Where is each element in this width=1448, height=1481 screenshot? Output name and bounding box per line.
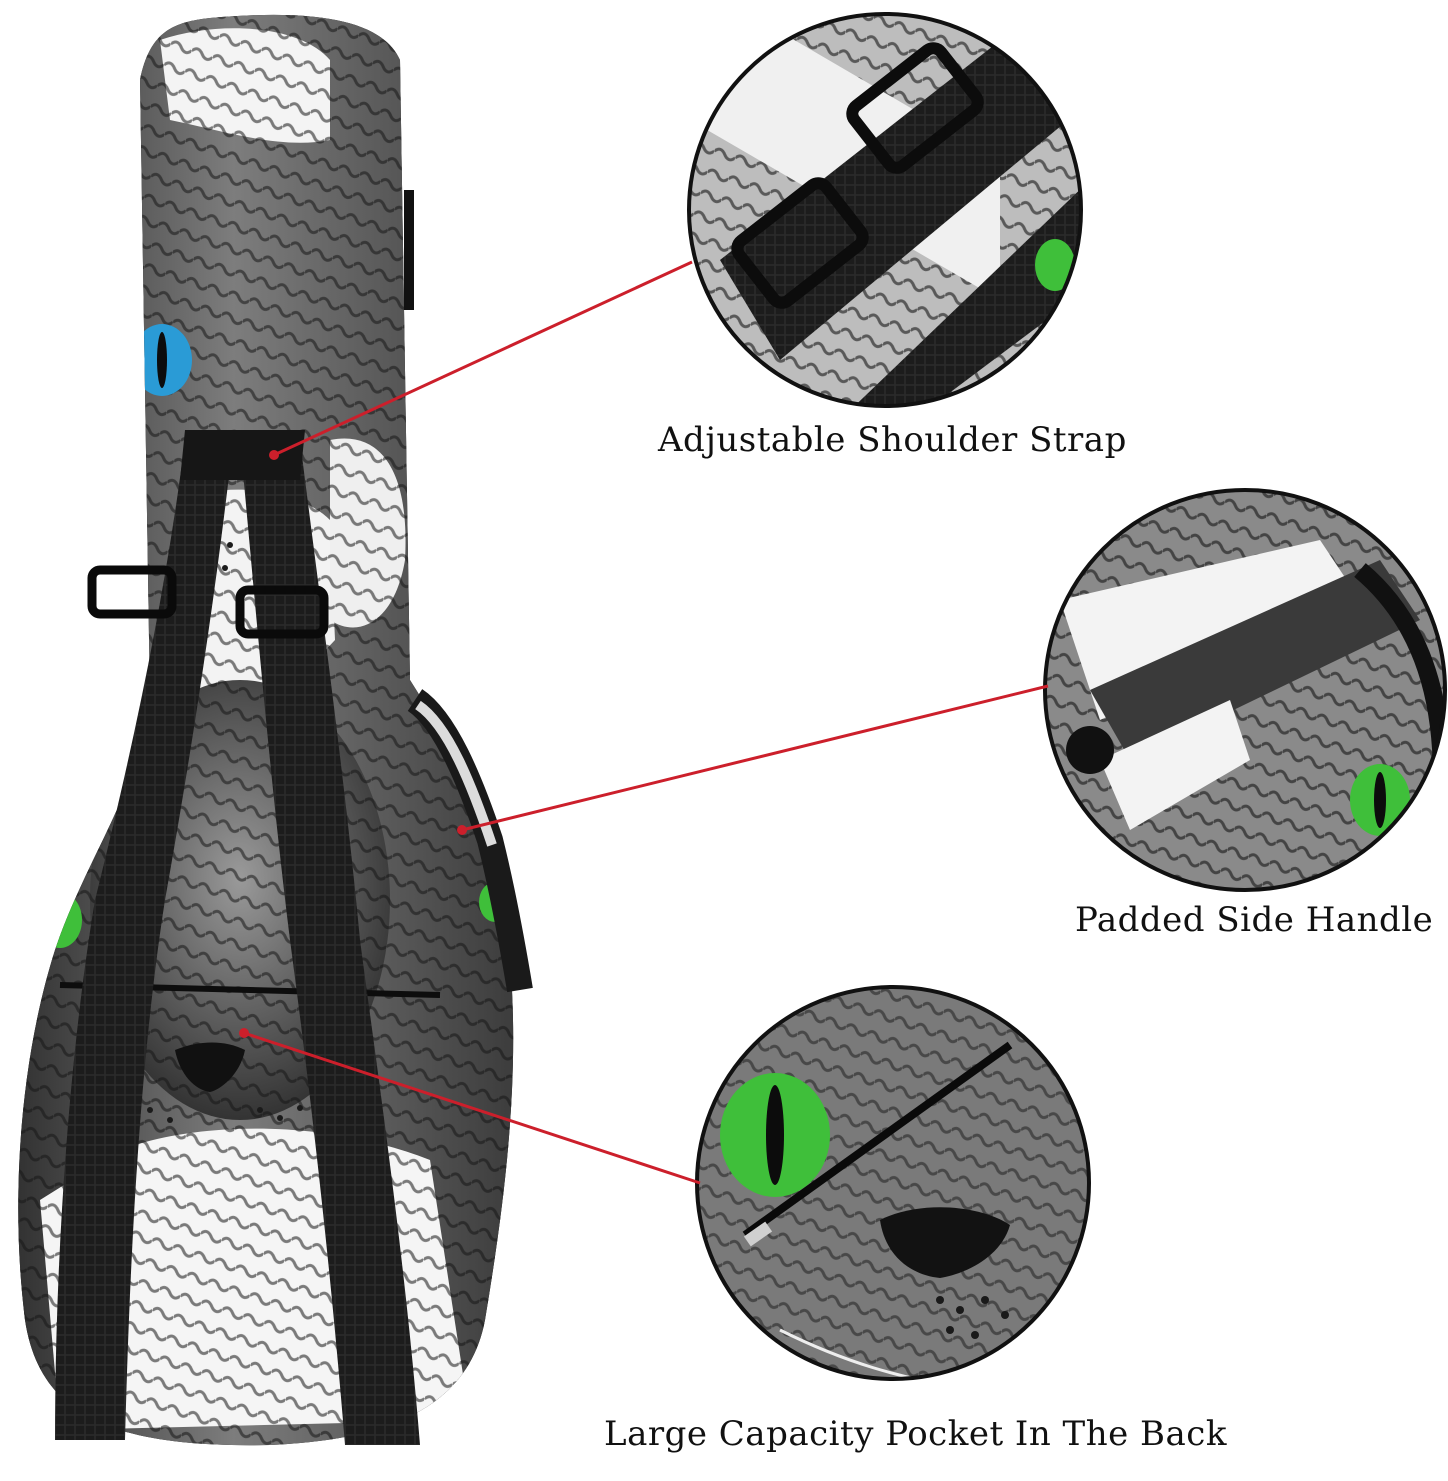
detail-circle-handle [1043,488,1447,892]
leader-line-handle [461,684,1049,832]
leader-line-strap [273,260,693,457]
zipper-icon [404,190,414,310]
shoulder-straps [55,430,420,1445]
green-eye [38,892,82,948]
buckle-icon [87,565,177,619]
detail-circle-strap [687,12,1083,408]
buckle-icon [235,585,329,639]
detail-circle-pocket [695,985,1091,1381]
caption-side-handle: Padded Side Handle [1075,900,1434,940]
caption-back-pocket: Large Capacity Pocket In The Back [604,1414,1227,1454]
leader-lines [239,260,1049,1185]
leader-line-pocket [243,1031,701,1185]
caption-shoulder-strap: Adjustable Shoulder Strap [658,420,1127,460]
